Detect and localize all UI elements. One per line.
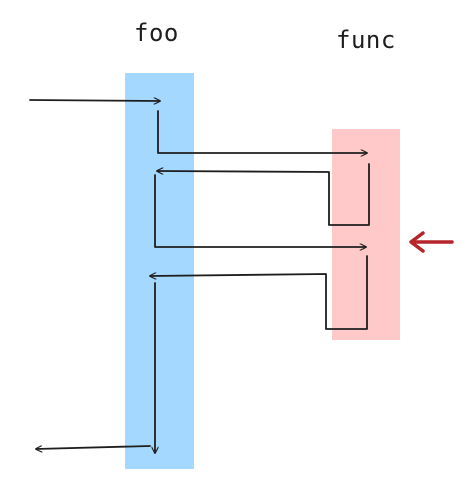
- func-label: func: [336, 26, 396, 54]
- entry-arrow: [29, 100, 161, 101]
- foo-label: foo: [134, 19, 179, 47]
- red-pointer-arrow: [409, 231, 454, 253]
- func-band: [332, 129, 400, 340]
- call-arrow-2: [154, 174, 367, 247]
- foo-band: [125, 73, 194, 469]
- call-arrow-1: [157, 110, 368, 153]
- return-arrow-1: [156, 163, 370, 226]
- exit-arrow: [35, 445, 151, 449]
- return-arrow-2: [149, 255, 368, 330]
